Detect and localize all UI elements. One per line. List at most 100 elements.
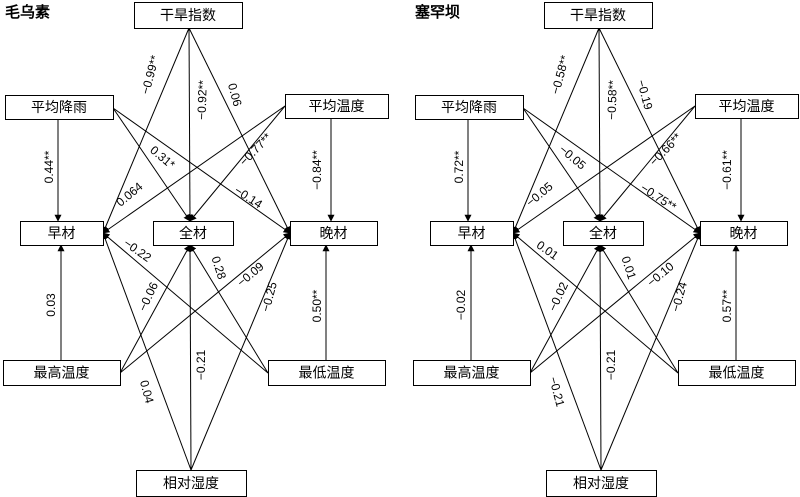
node-box-tmin	[268, 360, 386, 386]
node-box-whole	[563, 221, 644, 246]
node-box-tmax	[413, 360, 531, 386]
site-title: 毛乌素	[5, 3, 50, 21]
edge-label-tmin-early: 0.01	[534, 238, 561, 263]
edge-rain-whole	[522, 107, 601, 222]
edge-rain-late	[522, 107, 701, 234]
node-label-drought: 干旱指数	[160, 8, 216, 24]
node-label-whole: 全材	[589, 225, 617, 242]
edge-label-tmax-early: −0.02	[454, 289, 468, 320]
edge-temp-early	[102, 105, 286, 234]
edge-drought-late	[598, 27, 701, 234]
edge-label-temp-early: 0.064	[113, 179, 145, 209]
edge-label-tmax-late: −0.10	[644, 259, 677, 289]
edge-drought-early	[512, 27, 600, 234]
edge-label-drought-whole: −0.58**	[604, 80, 619, 120]
edge-rh-whole	[186, 244, 194, 471]
edge-label-tmax-whole: −0.06	[135, 280, 161, 314]
edge-label-drought-early: −0.58**	[548, 53, 572, 95]
edge-label-tmax-early: 0.03	[44, 293, 58, 317]
edge-tmin-early	[102, 232, 269, 374]
node-box-late	[700, 221, 788, 246]
node-box-late	[290, 221, 378, 246]
edge-tmin-early	[512, 232, 679, 374]
edge-tmin-whole	[599, 244, 679, 374]
edge-label-rain-whole: −0.05	[556, 142, 589, 172]
edge-label-rh-whole: −0.21	[194, 349, 208, 380]
edge-drought-early	[102, 27, 190, 234]
node-box-rain	[5, 95, 114, 120]
node-box-drought	[134, 2, 243, 29]
node-box-temp	[285, 94, 389, 119]
edge-label-rain-whole: 0.31*	[147, 143, 178, 172]
node-box-rh	[546, 470, 657, 497]
edge-rh-whole	[596, 244, 604, 471]
site-title: 塞罕坝	[415, 3, 460, 21]
node-box-temp	[695, 94, 799, 119]
edge-tmax-late	[119, 232, 291, 374]
edge-label-tmin-late: 0.57**	[720, 289, 734, 322]
edge-temp-early	[512, 105, 696, 234]
edge-rh-early	[101, 232, 192, 471]
edge-drought-whole	[186, 27, 194, 222]
edge-rain-late	[112, 107, 291, 234]
edge-label-rain-late: −0.14	[232, 183, 265, 211]
edge-label-rh-early: 0.04	[137, 379, 157, 405]
node-box-drought	[544, 2, 653, 29]
node-label-early: 早材	[48, 226, 76, 242]
edge-temp-whole	[599, 105, 696, 222]
edge-tmax-late	[529, 232, 701, 374]
node-box-rh	[136, 470, 247, 497]
edge-label-tmin-late: 0.50**	[310, 289, 324, 322]
edge-label-rain-early: 0.44**	[42, 150, 56, 183]
edge-label-drought-late: 0.06	[225, 82, 245, 108]
node-box-early	[20, 221, 104, 246]
node-box-whole	[153, 221, 234, 246]
edge-label-tmax-whole: −0.02	[545, 280, 571, 314]
node-label-rain: 平均降雨	[441, 100, 497, 116]
node-label-tmax: 最高温度	[444, 365, 500, 382]
edge-tmax-whole	[119, 244, 191, 374]
edge-rh-late	[600, 232, 701, 471]
node-label-temp: 平均温度	[719, 99, 775, 115]
edge-label-drought-early: −0.99**	[138, 53, 162, 95]
node-label-late: 晚材	[320, 226, 348, 242]
node-box-early	[430, 221, 514, 246]
node-box-tmin	[678, 360, 796, 386]
edge-rh-late	[190, 232, 291, 471]
edge-tmax-whole	[529, 244, 601, 374]
node-box-rain	[415, 95, 524, 120]
node-label-rain: 平均降雨	[31, 100, 87, 116]
node-label-early: 早材	[458, 226, 486, 242]
node-label-tmin: 最低温度	[709, 366, 765, 382]
node-label-temp: 平均温度	[309, 99, 365, 115]
edge-drought-whole	[596, 27, 604, 222]
edge-label-rh-whole: −0.21	[604, 349, 618, 380]
node-label-drought: 干旱指数	[570, 8, 626, 24]
panel-saihanba: −0.58**−0.58**−0.190.72**−0.05−0.75**−0.…	[413, 2, 799, 497]
edge-label-drought-whole: −0.92**	[194, 80, 209, 120]
edge-drought-late	[188, 27, 291, 234]
edge-label-tmax-late: −0.09	[234, 259, 267, 289]
node-label-late: 晚材	[730, 226, 758, 242]
node-box-tmax	[3, 360, 121, 386]
edge-label-temp-late: −0.84**	[310, 150, 324, 190]
edge-tmin-whole	[189, 244, 269, 374]
edge-label-tmin-early: −0.22	[121, 236, 154, 265]
edge-rain-whole	[112, 107, 191, 222]
panel-maowusu: −0.99** −0.92** 0.06 0.44** 0.31* −0.14 0.064 −…	[3, 2, 389, 497]
node-label-whole: 全材	[179, 225, 207, 242]
node-label-tmax: 最高温度	[34, 365, 90, 382]
edge-label-rain-early: 0.72**	[452, 150, 466, 183]
edge-label-tmin-whole: 0.28	[209, 254, 230, 281]
edge-rh-early	[511, 232, 602, 471]
edge-label-rh-early: −0.21	[546, 375, 567, 408]
edge-label-rh-late: −0.24	[669, 280, 690, 313]
edge-label-temp-late: −0.61**	[720, 150, 734, 190]
node-label-rh: 相对湿度	[573, 476, 629, 492]
edge-temp-whole	[189, 105, 286, 222]
node-label-tmin: 最低温度	[299, 366, 355, 382]
edge-label-rain-late: −0.75**	[638, 181, 679, 215]
edge-label-temp-early: −0.05	[523, 179, 556, 209]
edge-label-tmin-whole: 0.01	[619, 254, 640, 281]
